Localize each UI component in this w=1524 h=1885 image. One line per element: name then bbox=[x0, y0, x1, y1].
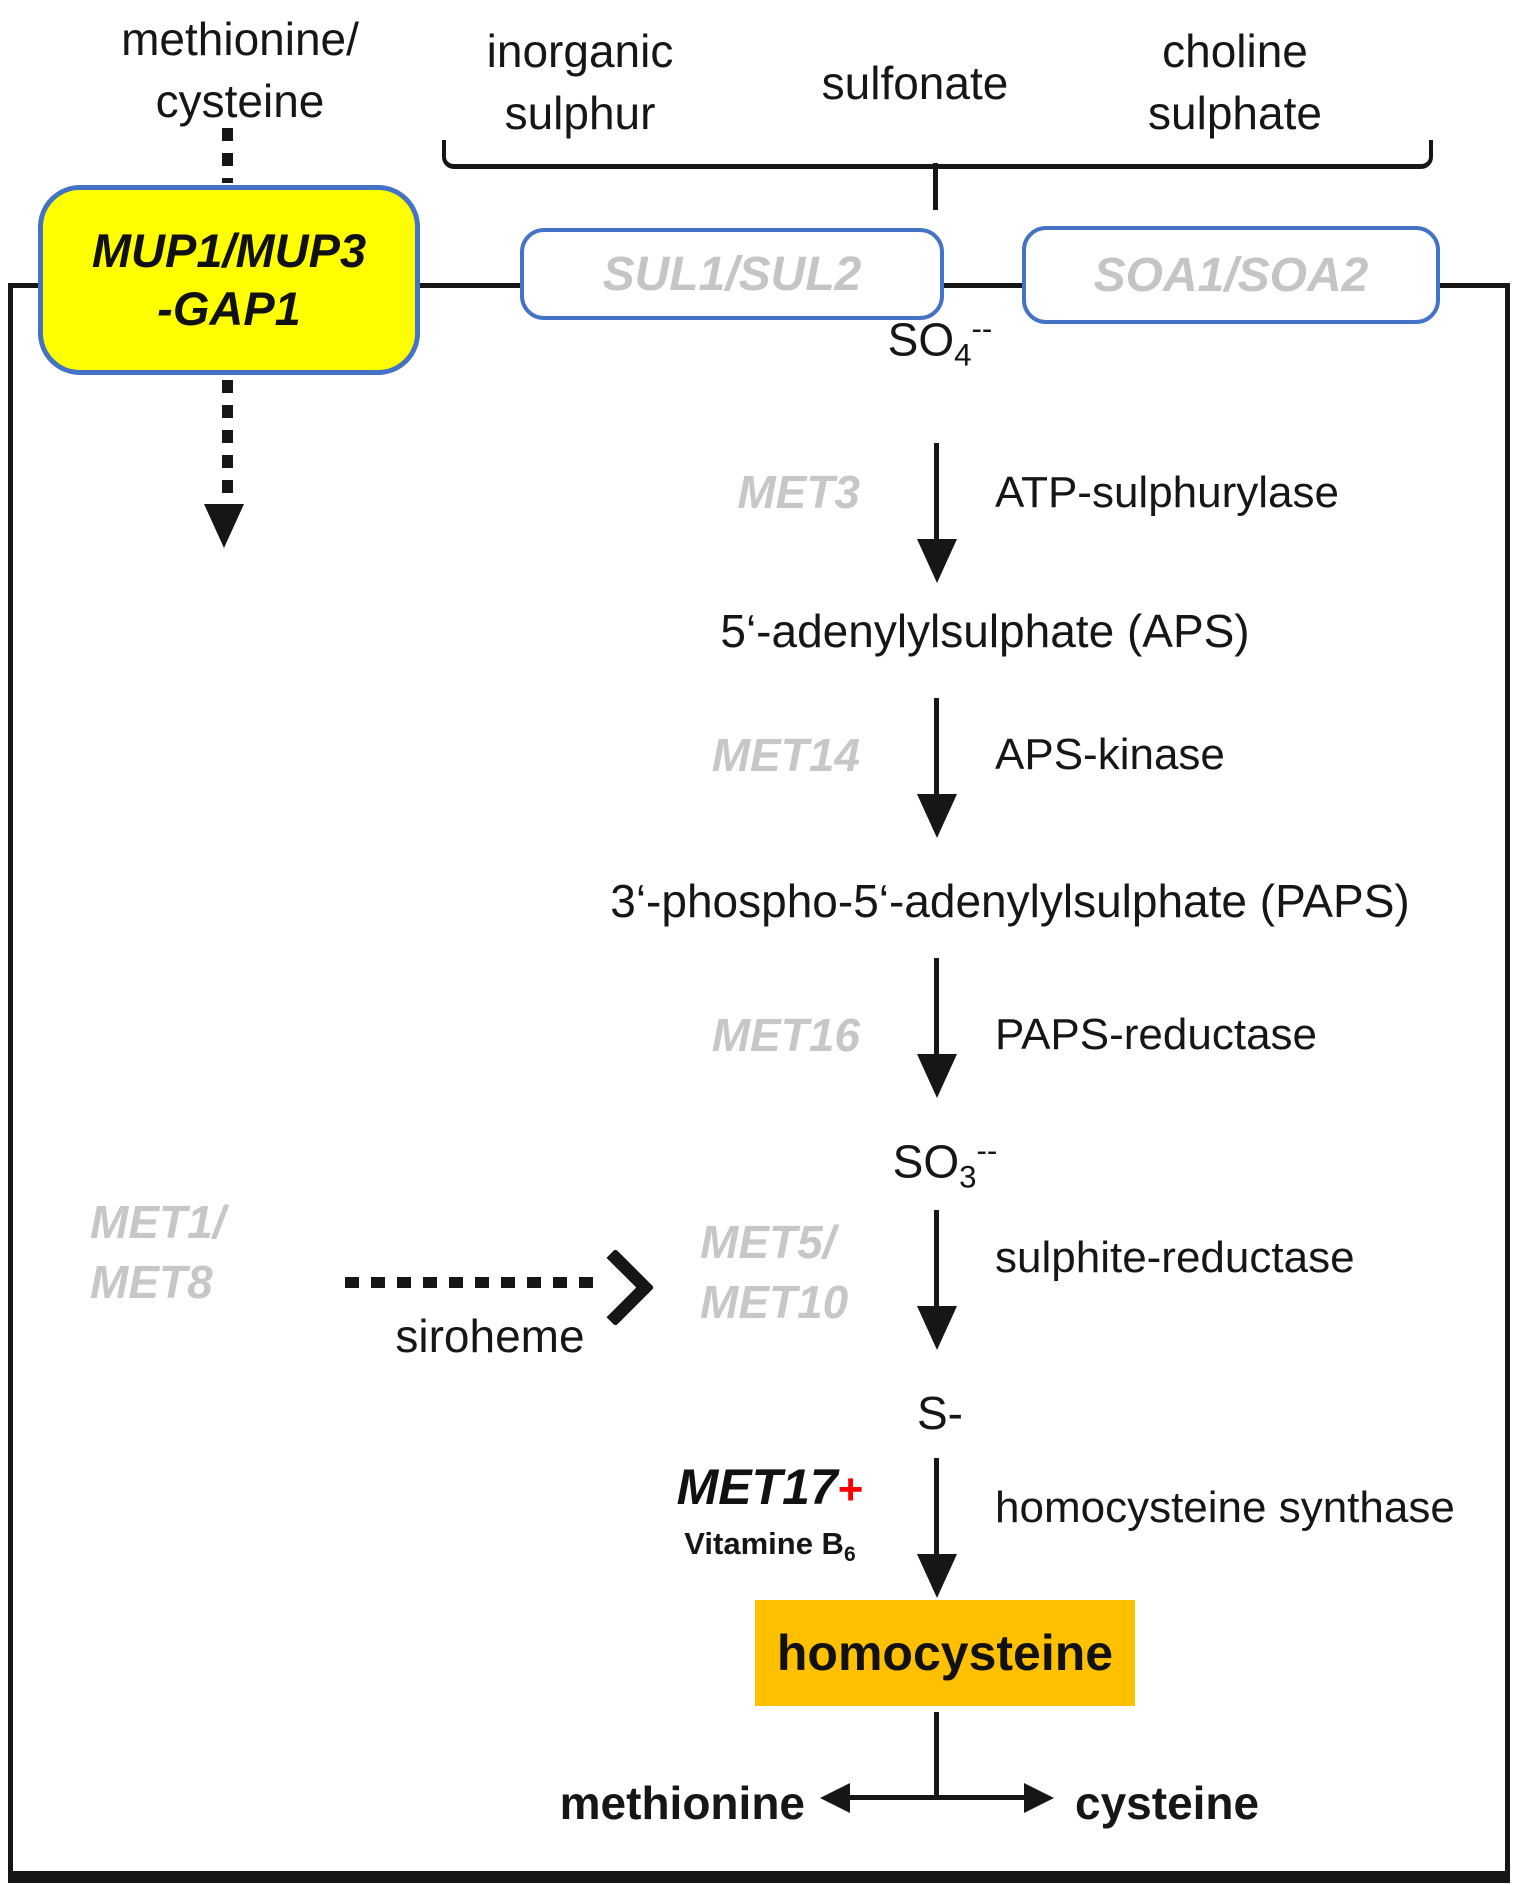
so4-subscript: 4 bbox=[954, 337, 972, 373]
so4-base: SO bbox=[887, 313, 955, 366]
dotted-arrow-lower-segment bbox=[222, 380, 233, 504]
siroheme-label: siroheme bbox=[395, 1310, 585, 1362]
dotted-arrow-upper-segment bbox=[222, 128, 233, 183]
dotted-arrow-head-icon bbox=[204, 504, 244, 548]
gene-met8-line: MET8 bbox=[90, 1256, 213, 1308]
enzyme-sulphite-reductase: sulphite-reductase bbox=[995, 1233, 1355, 1282]
soa-label: SOA1/SOA2 bbox=[1093, 248, 1369, 302]
so4-charge: -- bbox=[971, 311, 993, 346]
gene-met16: MET16 bbox=[711, 1009, 860, 1061]
mup-label-line2: -GAP1 bbox=[157, 282, 301, 335]
split-horizontal-line bbox=[850, 1795, 1024, 1800]
vitamine-b-subscript: 6 bbox=[843, 1543, 856, 1567]
arrow-met3-stem bbox=[934, 443, 939, 539]
arrow-met3-head-icon bbox=[917, 539, 957, 583]
homocysteine-label: homocysteine bbox=[776, 1625, 1114, 1681]
gene-met17-text: MET17 bbox=[676, 1459, 838, 1515]
mup-label-line1: MUP1/MUP3 bbox=[91, 224, 367, 277]
metabolite-homocysteine-box: homocysteine bbox=[755, 1600, 1135, 1706]
so3-charge: -- bbox=[976, 1133, 998, 1168]
so3-base: SO bbox=[892, 1135, 960, 1188]
input-sulfonate: sulfonate bbox=[821, 57, 1009, 109]
metabolite-paps: 3‘-phospho-5‘-adenylylsulphate (PAPS) bbox=[610, 875, 1410, 927]
metabolite-methionine: methionine bbox=[559, 1777, 805, 1829]
arrow-met16-head-icon bbox=[917, 1054, 957, 1098]
gene-met1-met8: MET1/ MET8 bbox=[90, 1192, 225, 1312]
input-inorganic-sulphur: inorganic sulphur bbox=[430, 20, 730, 144]
transporter-box-soa: SOA1/SOA2 bbox=[1022, 226, 1440, 324]
metabolite-sulphate: SO4-- bbox=[790, 298, 1090, 387]
split-right-arrow-head-icon bbox=[1024, 1783, 1054, 1813]
input-choline-line1: choline bbox=[1162, 25, 1308, 77]
arrow-met14-head-icon bbox=[917, 794, 957, 838]
enzyme-atp-sulphurylase: ATP-sulphurylase bbox=[995, 468, 1339, 517]
input-inorganic-line2: sulphur bbox=[504, 87, 656, 139]
gene-met17: MET17+ bbox=[620, 1458, 920, 1516]
siroheme-dotted-arrow bbox=[345, 1277, 595, 1288]
split-left-arrow-head-icon bbox=[820, 1783, 850, 1813]
input-methionine-cysteine-line2: cysteine bbox=[155, 75, 325, 127]
gene-met1-line: MET1/ bbox=[90, 1196, 226, 1248]
gene-met14: MET14 bbox=[711, 729, 860, 781]
gene-met3: MET3 bbox=[737, 466, 860, 518]
metabolite-aps: 5‘-adenylylsulphate (APS) bbox=[720, 605, 1250, 657]
metabolite-sulphide: S- bbox=[917, 1387, 963, 1439]
transporter-box-mup-gap: MUP1/MUP3 -GAP1 bbox=[38, 185, 420, 375]
bracket-tick bbox=[933, 163, 938, 210]
gene-met5-met10: MET5/ MET10 bbox=[700, 1212, 848, 1332]
enzyme-aps-kinase: APS-kinase bbox=[995, 730, 1225, 779]
enzyme-paps-reductase: PAPS-reductase bbox=[995, 1010, 1318, 1059]
input-inorganic-line1: inorganic bbox=[486, 25, 674, 77]
input-methionine-cysteine-line1: methionine/ bbox=[121, 13, 359, 65]
input-choline-line2: sulphate bbox=[1148, 87, 1322, 139]
sul-label: SUL1/SUL2 bbox=[602, 247, 862, 301]
arrow-met14-stem bbox=[934, 698, 939, 794]
vitamine-b-text: Vitamine B bbox=[684, 1526, 844, 1561]
arrow-met5-stem bbox=[934, 1210, 939, 1306]
metabolite-cysteine: cysteine bbox=[1075, 1777, 1260, 1829]
input-choline-sulphate: choline sulphate bbox=[1085, 20, 1385, 144]
input-methionine-cysteine: methionine/ cysteine bbox=[40, 8, 440, 132]
met17-plus: + bbox=[837, 1465, 864, 1514]
so3-subscript: 3 bbox=[959, 1159, 977, 1195]
gene-met10-line: MET10 bbox=[700, 1276, 849, 1328]
arrow-met5-head-icon bbox=[917, 1306, 957, 1350]
split-stub-line bbox=[934, 1712, 939, 1800]
cofactor-vitamine-b6: Vitamine B6 bbox=[620, 1526, 920, 1567]
arrow-met17-head-icon bbox=[917, 1554, 957, 1598]
arrow-met16-stem bbox=[934, 958, 939, 1054]
arrow-met17-stem bbox=[934, 1458, 939, 1554]
gene-met5-line: MET5/ bbox=[700, 1216, 836, 1268]
metabolite-sulphite: SO3-- bbox=[795, 1120, 1095, 1209]
enzyme-homocysteine-synthase: homocysteine synthase bbox=[995, 1483, 1455, 1532]
transporter-box-sul: SUL1/SUL2 bbox=[520, 228, 944, 320]
